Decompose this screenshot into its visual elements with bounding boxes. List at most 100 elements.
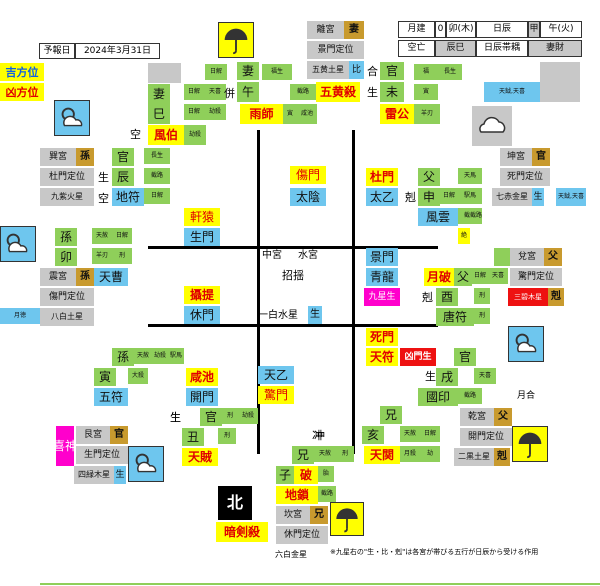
- qian-star-rel: 剋: [494, 448, 510, 466]
- day-stem: 甲: [528, 21, 540, 38]
- qian-tag2: 截路: [458, 388, 482, 404]
- footnote: ※九星右の"生・比・剋"は各宮が帯びる五行が日辰から受ける作用: [330, 548, 539, 556]
- sun-tag1: 日解: [184, 84, 204, 100]
- zhen-gate-def: 傷門定位: [40, 288, 94, 306]
- gen-star-rel: 生: [114, 466, 126, 484]
- sun-cloud-icon-4: [128, 446, 164, 482]
- kan-star: 六白金星: [275, 550, 307, 559]
- li-palace-rel: 妻: [344, 21, 364, 39]
- umbrella-icon-3: [330, 502, 364, 536]
- kubo-label: 空亡: [398, 40, 435, 57]
- kun-branch: 申: [418, 188, 440, 206]
- sun-tag5: 日解: [205, 64, 227, 80]
- gen-star: 四緑木星: [74, 466, 114, 484]
- center-sheng-men: 生門: [184, 228, 220, 246]
- yin-tag3: 駅馬: [168, 348, 184, 364]
- dui-god: 唐符: [436, 308, 474, 326]
- center-xuan-yuan: 軒猿: [184, 208, 220, 226]
- kan-gate-def: 休門定位: [276, 526, 328, 544]
- sun-tag4: 劫殺: [204, 104, 226, 120]
- kun-branch-rel: 父: [418, 168, 440, 186]
- kun-star-rel: 生: [532, 188, 544, 206]
- dui-fate: 月破: [424, 268, 454, 286]
- dui-star-rel: 剋: [548, 288, 564, 306]
- gen-branch-rel: 官: [200, 408, 222, 426]
- zhen-god: 天曹: [94, 268, 128, 286]
- kun-god: 太乙: [366, 188, 398, 206]
- hai-branch-rel: 兄: [380, 406, 402, 424]
- li-branch-god: 福生: [262, 64, 292, 80]
- xun-star-rel: 生: [98, 171, 109, 184]
- qian-cross: 凶門生: [400, 348, 436, 366]
- qian-star: 二黒土星: [454, 448, 494, 466]
- zhen-month: 月徳: [0, 308, 40, 324]
- day-rokushin-label: 日辰帯耦: [476, 40, 528, 57]
- dui-star: 三碧木星: [508, 288, 548, 306]
- qian-branch: 戌: [436, 368, 458, 386]
- zhen-tag2: 日解: [112, 228, 132, 244]
- dui-nine: 九星生: [364, 288, 400, 306]
- hai-tag4: 劫: [420, 446, 440, 462]
- center-shang-men: 傷門: [290, 166, 326, 184]
- zhen-tag3: 羊刃: [92, 248, 112, 264]
- legend-bad: 凶方位: [0, 83, 44, 101]
- gen-tag2: 劫殺: [238, 408, 258, 424]
- kun-top-sub2: 羊刃: [414, 104, 440, 124]
- dui-tag1: 日解: [472, 268, 488, 284]
- kan-palace: 坎宮: [276, 506, 310, 524]
- date-value: 2024年3月31日: [75, 43, 160, 59]
- zhen-palace-rel: 孫: [76, 268, 94, 286]
- kan-tag1: 天赦: [314, 446, 336, 462]
- kun-palace: 坤宮: [500, 148, 532, 166]
- dui-palace-rel: 父: [544, 248, 562, 266]
- kan-sign: 破: [294, 466, 318, 484]
- dui-branch: 酉: [436, 288, 458, 306]
- li-fate: 雨師: [240, 104, 283, 124]
- li-tag: 截路: [290, 84, 316, 100]
- sun-branch-rel: 妻: [148, 84, 170, 104]
- sun-fate-tag: 劫殺: [184, 125, 206, 145]
- grid-line-h1: [148, 246, 438, 249]
- umbrella-icon-2: [512, 426, 548, 462]
- kan-fate: 地鎖: [276, 486, 318, 504]
- xun-branch-rel: 官: [112, 148, 134, 166]
- yin-god: 五符: [94, 388, 128, 406]
- zhen-tag1: 天赦: [92, 228, 112, 244]
- dui-branch-rel: 父: [454, 268, 472, 286]
- cloud-icon: [472, 106, 512, 146]
- sun-gray: [148, 63, 181, 83]
- hai-tag2: 日解: [420, 426, 440, 442]
- yin-rel: 生: [170, 411, 181, 424]
- hai-god: 天関: [364, 446, 400, 464]
- zhen-star: 八白土星: [40, 308, 94, 326]
- kun-rel: 剋: [405, 191, 416, 204]
- sun-cloud-icon-3: [508, 326, 544, 362]
- center-palace: 中宮: [262, 250, 282, 261]
- zhen-tag5: 刑: [112, 248, 132, 264]
- yin-tag2: 劫殺: [152, 348, 168, 364]
- qian-tag1: 天喜: [474, 368, 496, 384]
- gen-fate-block: 喜神: [56, 426, 74, 466]
- xun-gate-def: 杜門定位: [40, 168, 94, 186]
- kun-fate: 風雲: [418, 208, 458, 226]
- sun-cloud-icon: [54, 100, 90, 136]
- zhen-palace: 震宮: [40, 268, 76, 286]
- sun-kong: 空: [130, 128, 141, 141]
- li-palace: 離宮: [307, 21, 344, 39]
- hai-rel: 冲: [314, 429, 325, 442]
- kubo-value: 辰巳: [435, 40, 476, 57]
- qian-palace: 乾宮: [460, 408, 494, 426]
- kun-tag2: 日解: [440, 188, 458, 204]
- qian-god: 國印: [418, 388, 458, 406]
- sun-branch: 巳: [148, 104, 170, 124]
- gen-tag1: 刑: [222, 408, 238, 424]
- kan-branch-rel: 兄: [292, 446, 314, 464]
- qian-branch-rel: 官: [454, 348, 476, 366]
- li-sign: 五黄殺: [316, 82, 360, 102]
- kun-tag1: 天馬: [458, 168, 482, 184]
- dui-green-cell: [494, 248, 510, 266]
- yin-tag1: 天赦: [134, 348, 152, 364]
- grid-line-v1: [257, 130, 260, 454]
- north-label: 北: [218, 486, 252, 520]
- kun-tag4: 天鉞,天喜: [556, 188, 586, 206]
